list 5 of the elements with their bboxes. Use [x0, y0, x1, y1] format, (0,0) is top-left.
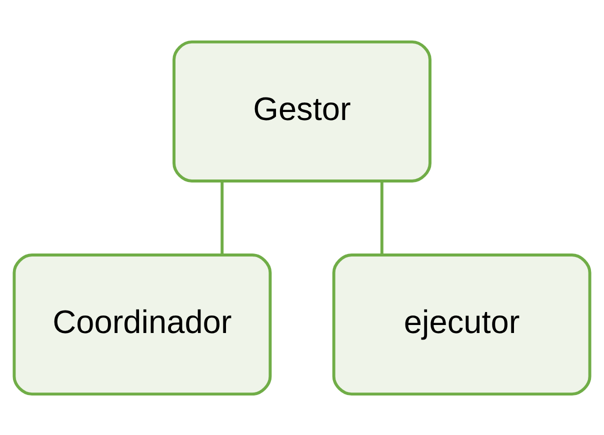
node-box: ejecutor: [332, 253, 592, 396]
node-box: Coordinador: [12, 253, 272, 396]
node-box: Gestor: [172, 40, 432, 182]
connector: [380, 180, 384, 254]
connector: [220, 180, 224, 254]
